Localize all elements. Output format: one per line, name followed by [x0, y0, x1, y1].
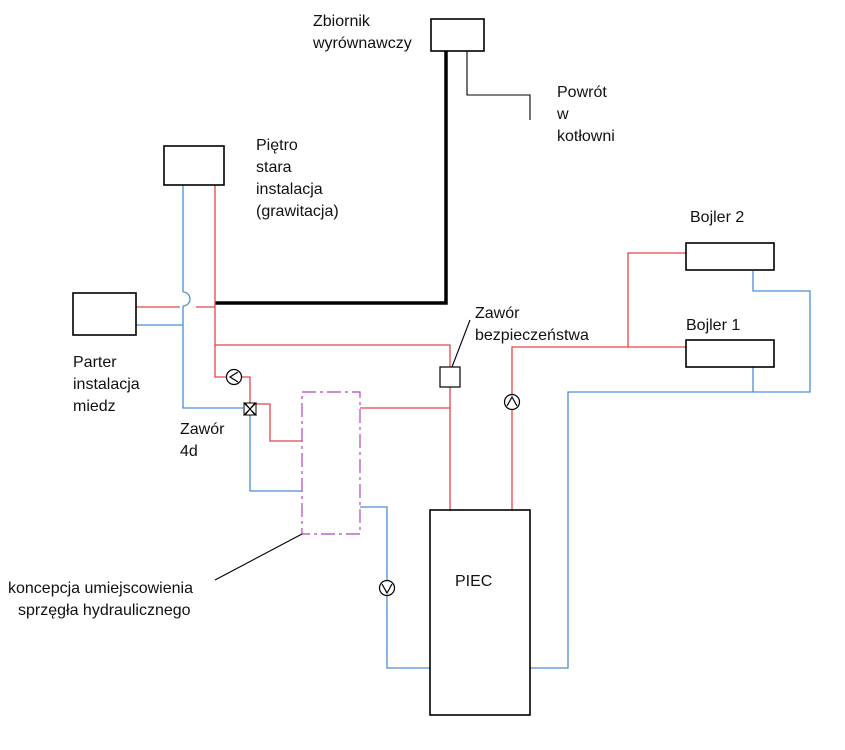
- boiler2-label: Bojler 2: [690, 209, 744, 226]
- coupler-leader-line: [214, 533, 303, 581]
- supply-pipes: [136, 185, 686, 510]
- hydraulic-coupler: [301, 391, 361, 535]
- pump-icon: [503, 393, 521, 411]
- ground-floor-label: Parter instalacja miedz: [73, 354, 144, 415]
- upstairs-radiator-box: [163, 145, 225, 186]
- safety-valve-box: [439, 366, 461, 388]
- upstairs-label: Piętro stara instalacja (grawitacja): [256, 137, 339, 220]
- return-pipe: [466, 50, 531, 120]
- safety-valve-leader-line: [451, 319, 471, 368]
- return-label: Powrót w kotłowni: [556, 84, 615, 145]
- return-pipes: [136, 185, 811, 669]
- ground-floor-radiator-box: [72, 292, 137, 336]
- boiler1-label: Bojler 1: [686, 317, 740, 334]
- expansion-tank-label: Zbiornik wyrównawczy: [312, 13, 412, 52]
- pump-icon: [225, 368, 243, 386]
- boiler1-box: [685, 339, 775, 368]
- expansion-tank-box: [430, 18, 485, 52]
- boiler2-box: [685, 242, 775, 271]
- coupler-note-label: koncepcja umiejscowienia sprzęgła hydrau…: [8, 580, 197, 619]
- safety-valve-label: Zawór bezpieczeństwa: [475, 305, 589, 344]
- gravity-pipe: [215, 50, 448, 305]
- pump-icon: [378, 579, 396, 597]
- valve-4d-label: Zawór 4d: [180, 421, 229, 460]
- furnace-box: [429, 509, 531, 716]
- four-way-valve-icon: [243, 401, 257, 417]
- furnace-label: PIEC: [455, 573, 492, 590]
